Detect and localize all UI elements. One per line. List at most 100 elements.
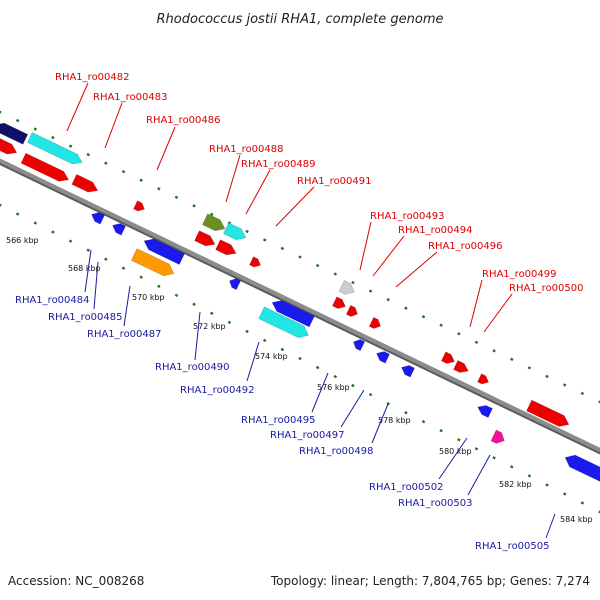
gene-shape (202, 213, 226, 232)
gene-block (332, 296, 346, 309)
leader-line (372, 235, 405, 277)
track-tick (68, 144, 73, 148)
track-tick (474, 340, 479, 344)
kbp-label: 574 kbp (255, 352, 288, 361)
track-tick (562, 383, 567, 387)
kbp-label: 576 kbp (317, 383, 350, 392)
track-tick (386, 297, 390, 302)
track-tick (68, 239, 73, 243)
kbp-label: 572 kbp (193, 322, 226, 331)
track-tick (227, 320, 232, 325)
track-tick (439, 429, 443, 433)
gene-label-bottom: RHA1_ro00485 (48, 312, 123, 323)
gene-shape (223, 222, 247, 241)
leader-line (194, 311, 201, 361)
track-tick (598, 400, 600, 404)
leader-line (311, 372, 329, 413)
track-tick (15, 118, 20, 123)
gene-block (71, 174, 99, 193)
gene-label-bottom: RHA1_ro00492 (180, 385, 255, 396)
leader-line (156, 126, 176, 171)
track-tick (333, 272, 338, 276)
track-tick (0, 203, 2, 207)
gene-label-bottom: RHA1_ro00502 (369, 482, 444, 493)
gene-shape (215, 239, 237, 256)
gene-shape (112, 223, 126, 236)
track-tick (15, 212, 20, 216)
genes (0, 122, 600, 483)
accession-text: Accession: NC_008268 (8, 574, 144, 588)
leader-line (246, 341, 260, 382)
gene-block (345, 304, 358, 317)
gene-block (490, 429, 505, 444)
track-tick (174, 195, 179, 199)
track-tick (262, 338, 267, 343)
gene-label-bottom: RHA1_ro00495 (241, 415, 316, 426)
gene-shape (130, 248, 175, 277)
track-tick (421, 420, 426, 424)
tracks (0, 110, 600, 514)
track-tick (368, 289, 373, 293)
leader-line (104, 102, 123, 149)
track-tick (139, 275, 143, 279)
gene-label-top: RHA1_ro00493 (370, 211, 445, 222)
track-tick (210, 311, 214, 316)
track-tick (192, 204, 196, 208)
gene-shape (91, 212, 105, 225)
track-tick (457, 332, 461, 336)
gene-block (0, 136, 18, 155)
leader-line (467, 454, 491, 496)
track-tick (510, 465, 514, 469)
track-tick (527, 474, 532, 478)
track-tick (545, 374, 549, 379)
gene-label-bottom: RHA1_ro00497 (270, 430, 345, 441)
kbp-label: 580 kbp (439, 447, 472, 456)
leader-line (438, 437, 468, 480)
gene-block (526, 399, 570, 427)
leader-line (84, 249, 92, 293)
track-tick (262, 238, 267, 242)
gene-label-top: RHA1_ro00488 (209, 144, 284, 155)
gene-shape (249, 256, 261, 268)
track-tick (157, 284, 161, 288)
gene-shape (401, 365, 415, 378)
gene-label-top: RHA1_ro00500 (509, 283, 584, 294)
gene-shape (229, 278, 242, 291)
leader-line (245, 169, 271, 215)
page-title: Rhodococcus jostii RHA1, complete genome (157, 12, 444, 27)
gene-block (258, 306, 309, 338)
bottom-tick-track (0, 203, 600, 514)
leader-line (359, 221, 372, 271)
gene-block (477, 373, 489, 385)
gene-block (338, 280, 355, 295)
leader-line (469, 279, 483, 328)
kbp-label: 584 kbp (560, 515, 593, 524)
gene-block (202, 213, 226, 232)
leader-line (93, 261, 99, 310)
track-tick (192, 302, 196, 306)
top-tick-track (0, 110, 600, 404)
gene-block (453, 360, 469, 373)
gene-label-top: RHA1_ro00496 (428, 241, 503, 252)
gene-label-top: RHA1_ro00494 (398, 225, 473, 236)
kbp-label: 578 kbp (378, 416, 411, 425)
genome-summary: Topology: linear; Length: 7,804,765 bp; … (270, 574, 590, 588)
track-tick (121, 170, 126, 174)
track-tick (421, 315, 426, 319)
track-tick (298, 356, 302, 361)
leader-line (123, 285, 131, 327)
gene-shape (338, 280, 355, 295)
track-tick (298, 255, 302, 259)
track-tick (86, 152, 90, 157)
track-tick (0, 110, 2, 114)
track-tick (245, 329, 249, 334)
gene-shape (27, 132, 83, 165)
track-tick (121, 266, 126, 270)
kbp-label: 566 kbp (6, 236, 39, 245)
leader-line (371, 403, 389, 444)
track-tick (104, 161, 108, 165)
gene-label-top: RHA1_ro00486 (146, 115, 221, 126)
